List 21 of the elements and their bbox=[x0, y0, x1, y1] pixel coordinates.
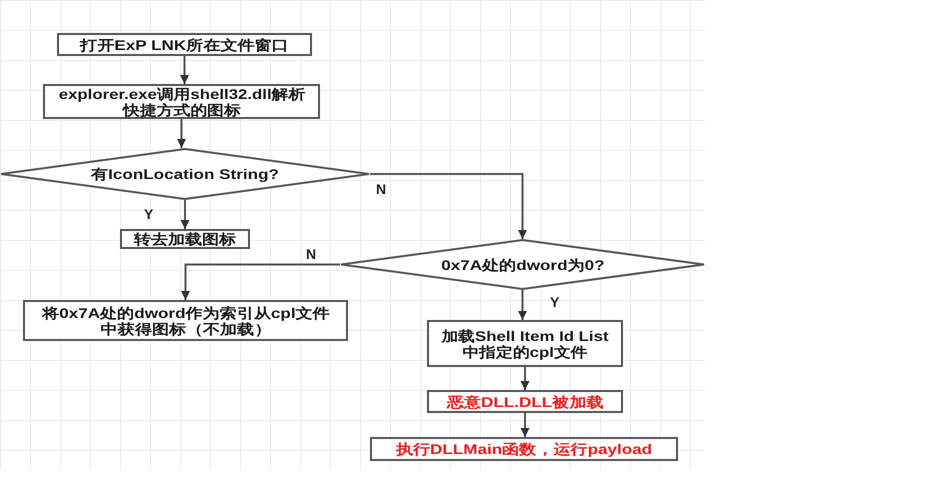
arrow bbox=[518, 290, 527, 320]
decision-diamond: 有IconLocation String? bbox=[0, 148, 370, 200]
arrow bbox=[370, 173, 527, 239]
decision-diamond: 0x7A处的dword为0? bbox=[340, 239, 705, 290]
process-box: explorer.exe调用shell32.dll解析快捷方式的图标 bbox=[43, 84, 320, 119]
process-box: 打开ExP LNK所在文件窗口 bbox=[57, 33, 312, 56]
edge-label: N bbox=[306, 246, 316, 262]
process-box: 执行DLLMain函数，运行payload bbox=[370, 437, 678, 461]
process-box: 加载Shell Item Id List中指定的cpl文件 bbox=[427, 320, 623, 367]
process-box: 将0x7A处的dword作为索引从cpl文件中获得图标（不加载） bbox=[23, 300, 348, 341]
arrow bbox=[520, 367, 530, 390]
arrow bbox=[180, 200, 190, 229]
arrow bbox=[181, 264, 340, 300]
process-box: 转去加载图标 bbox=[120, 229, 250, 249]
process-box: 恶意DLL.DLL被加载 bbox=[427, 390, 623, 413]
arrow bbox=[180, 56, 189, 84]
arrow bbox=[177, 119, 186, 148]
edge-label: N bbox=[376, 181, 386, 197]
arrow bbox=[520, 413, 530, 437]
edge-label: Y bbox=[144, 206, 154, 222]
edge-label: Y bbox=[550, 294, 560, 310]
